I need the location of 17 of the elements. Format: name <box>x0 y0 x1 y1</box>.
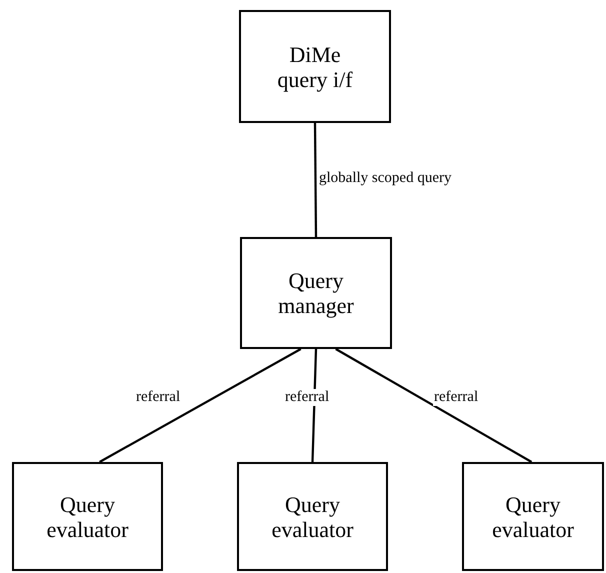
box-label: DiMe query i/f <box>276 42 354 92</box>
edge-label: referral <box>284 389 330 406</box>
connector-line <box>314 122 318 238</box>
process-box <box>239 10 391 123</box>
connector-line <box>335 348 532 463</box>
edge-label: referral <box>433 389 480 406</box>
box-label: Query evaluator <box>491 492 575 542</box>
box-label: Query manager <box>277 268 355 318</box>
process-box <box>12 462 163 571</box>
process-box <box>240 237 392 349</box>
process-box <box>237 462 388 571</box>
connector-line <box>311 348 318 462</box>
edge-label: globally scoped query <box>318 170 452 187</box>
connector-line <box>99 348 302 463</box>
box-label: Query evaluator <box>46 492 130 542</box>
box-label: Query evaluator <box>270 492 354 542</box>
process-box <box>462 462 604 571</box>
